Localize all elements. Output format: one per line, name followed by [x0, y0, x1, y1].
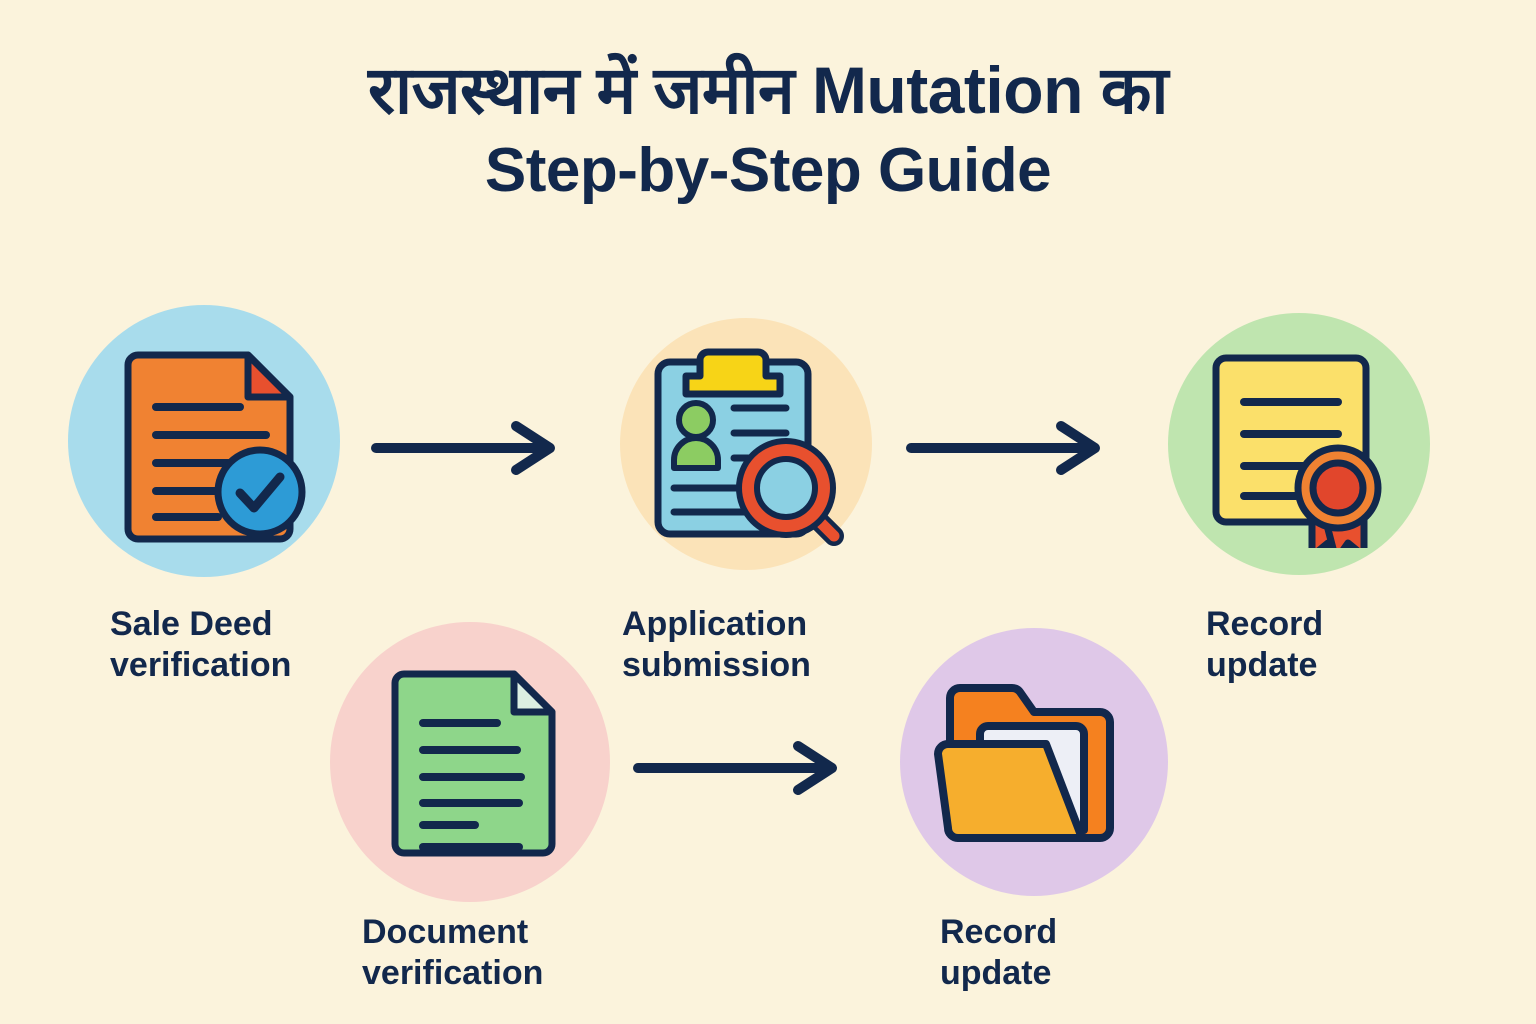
- step-label-sale-deed: Sale Deed verification: [110, 605, 292, 685]
- certificate-seal-icon: [1196, 340, 1404, 564]
- step-label-record-bottom: Record update: [940, 913, 1058, 993]
- step-circle-document: [330, 622, 610, 902]
- step-circle-record-bottom: [900, 628, 1168, 896]
- clipboard-search-icon: [638, 336, 860, 558]
- step-label-application: Application submission: [622, 605, 811, 685]
- arrow-1: [370, 418, 565, 478]
- arrow-3: [632, 738, 847, 798]
- page-title-line-2: Step-by-Step Guide: [484, 135, 1052, 205]
- title-block: राजस्थान में जमीन Mutation का Step-by-St…: [0, 52, 1536, 207]
- page-title-line-1: राजस्थान में जमीन Mutation का: [368, 53, 1169, 127]
- step-circle-record-top: [1168, 313, 1430, 575]
- step-label-document: Document verification: [362, 913, 544, 993]
- step-circle-application: [620, 318, 872, 570]
- step-circle-sale-deed: [68, 305, 340, 577]
- open-folder-icon: [928, 668, 1140, 858]
- step-label-record-top: Record update: [1206, 605, 1324, 685]
- document-lines-icon: [385, 665, 565, 861]
- document-check-icon: [100, 335, 312, 547]
- arrow-2: [905, 418, 1110, 478]
